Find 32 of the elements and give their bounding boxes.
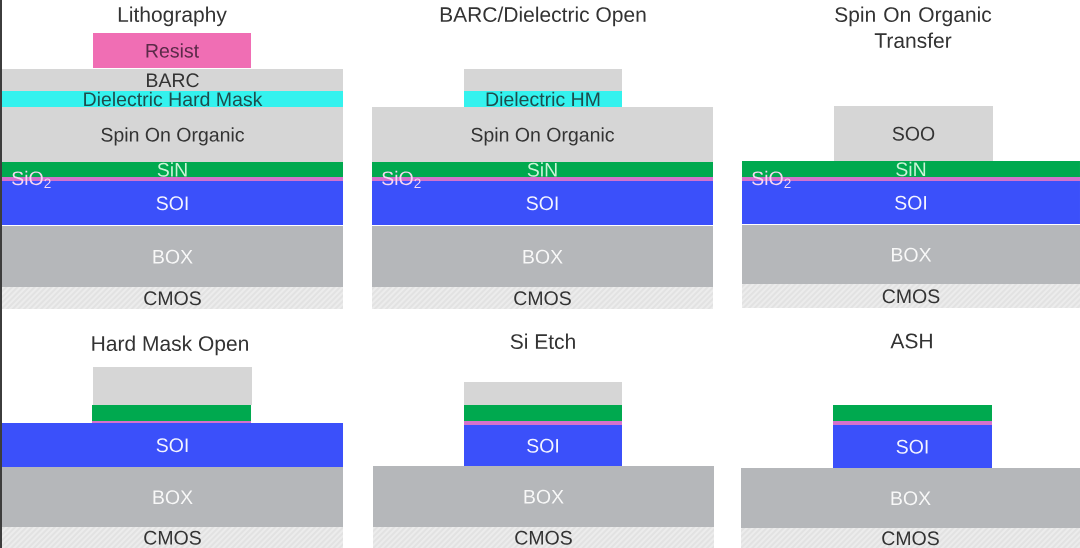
- buried-oxide-layer: BOX: [2, 467, 343, 527]
- silicon-layer: SOI: [2, 423, 343, 467]
- cmos-layer: CMOS: [373, 527, 714, 548]
- buried-oxide-layer: BOX: [741, 468, 1080, 528]
- cmos-layer: CMOS: [2, 287, 343, 309]
- panel-title: ASH: [890, 333, 932, 349]
- buried-oxide-layer: BOX: [372, 226, 713, 287]
- oxide-layer: [833, 421, 992, 425]
- panel-title: Si Etch: [510, 333, 575, 349]
- organic-layer: Spin On Organic: [372, 107, 713, 162]
- oxide-layer: [464, 421, 622, 425]
- silicon-layer: SOI: [464, 425, 622, 466]
- buried-oxide-layer: BOX: [742, 225, 1080, 284]
- resist-layer: Resist: [93, 33, 251, 68]
- buried-oxide-layer: BOX: [2, 226, 343, 287]
- organic-layer: Spin On Organic: [2, 107, 343, 162]
- panel-title: Lithography: [118, 6, 227, 27]
- panel-title: Spin On Organic Transfer: [835, 6, 992, 48]
- antireflective-layer: BARC: [2, 69, 343, 91]
- buried-oxide-layer: BOX: [373, 466, 714, 527]
- cmos-layer: CMOS: [372, 287, 713, 309]
- nitride-layer: [833, 405, 992, 421]
- antireflective-layer: [464, 69, 622, 91]
- organic-layer: [464, 382, 622, 405]
- cmos-layer: CMOS: [2, 527, 343, 548]
- organic-layer: [93, 367, 252, 405]
- cmos-layer: CMOS: [741, 528, 1080, 548]
- organic-layer: SOO: [834, 106, 993, 161]
- cmos-layer: CMOS: [742, 284, 1080, 308]
- silicon-layer: SOI: [833, 425, 992, 468]
- panel-title: BARC/Dielectric Open: [440, 6, 646, 27]
- panel-title: Hard Mask Open: [92, 335, 248, 356]
